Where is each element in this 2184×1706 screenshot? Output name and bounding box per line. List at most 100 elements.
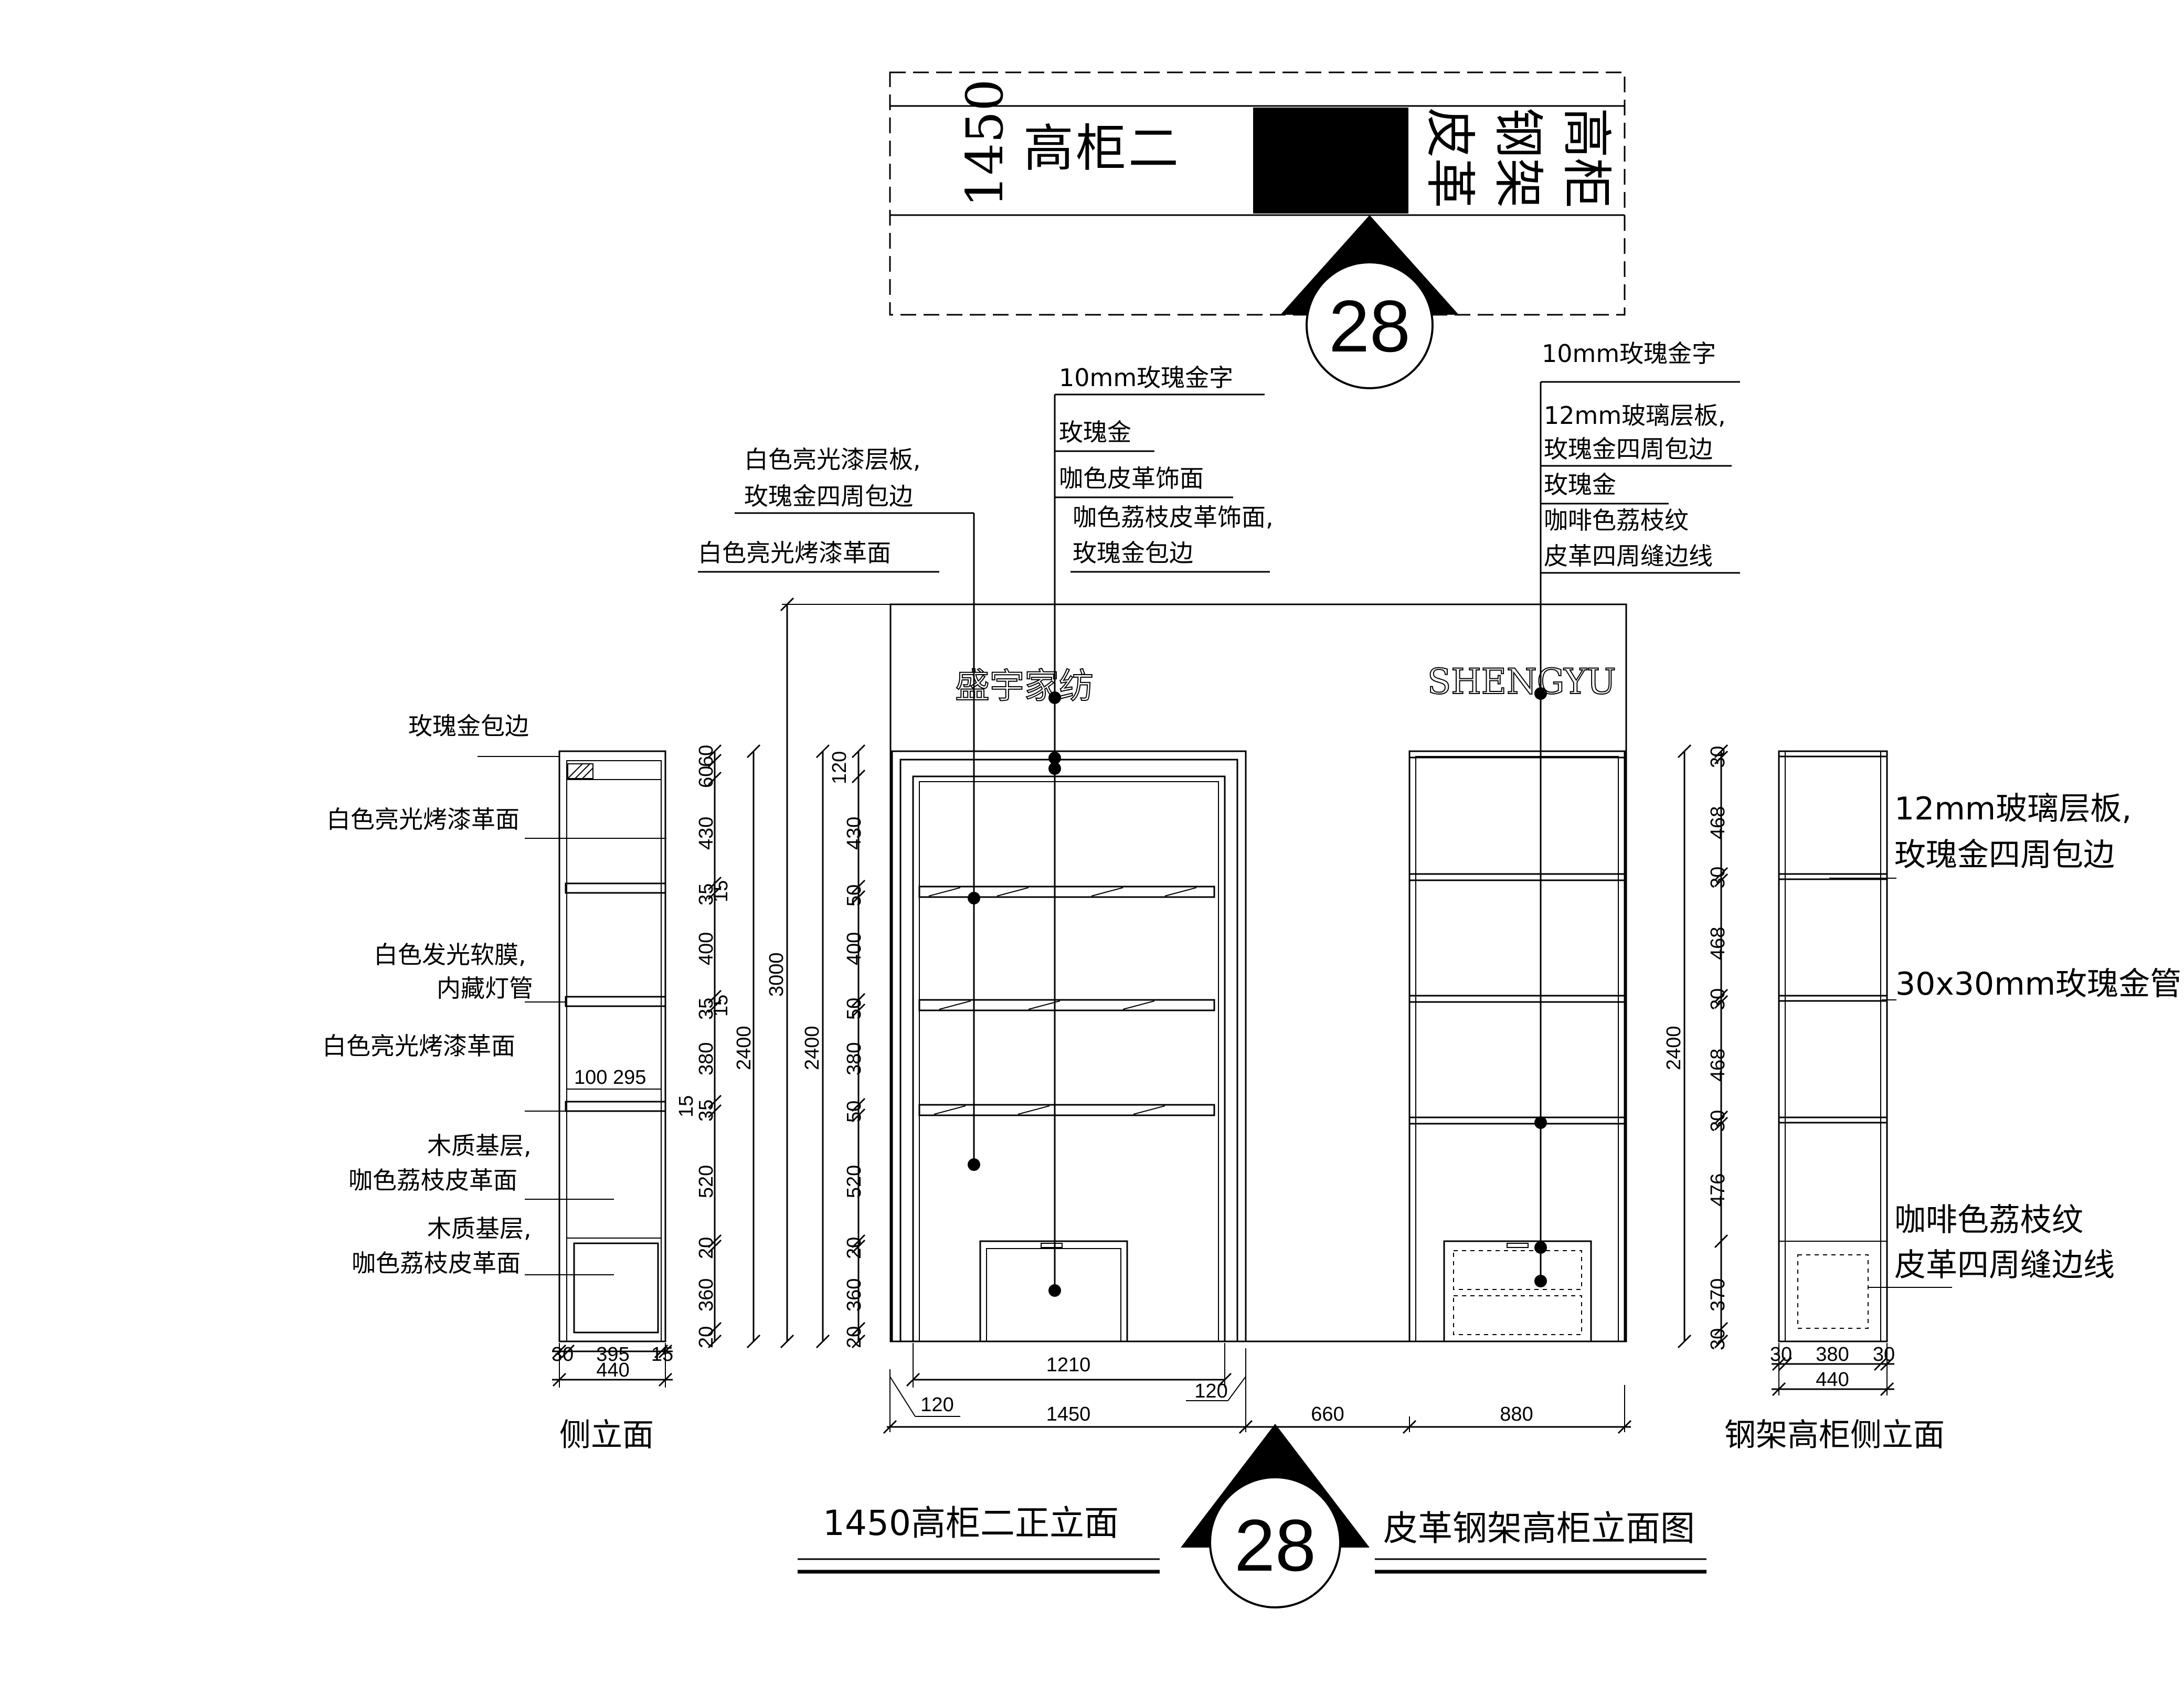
callout-10mm-letters-right: 10mm玫瑰金字 xyxy=(1542,339,1716,368)
side-elevation: 100 295 玫瑰金包边 白色亮光烤漆革面 白色发光软膜, 内藏灯管 白色亮光… xyxy=(322,712,761,1454)
callout-10mm-letters: 10mm玫瑰金字 xyxy=(1059,364,1233,392)
dim-r-468b: 468 xyxy=(1707,927,1729,960)
steel-side-elevation-title: 钢架高柜侧立面 xyxy=(1724,1417,1945,1454)
steel-callout-rosegold-edge: 玫瑰金四周包边 xyxy=(1894,837,2115,873)
front-leaders xyxy=(698,381,1740,1297)
shelf-2 xyxy=(918,999,1215,1011)
side-dim-35b: 35 xyxy=(695,998,717,1020)
side-dims-bottom: 30 395 15 440 xyxy=(552,1343,673,1388)
dim-r-30c: 30 xyxy=(1707,988,1729,1010)
callout-coffee-lychee: 咖啡色荔枝纹 xyxy=(1544,506,1689,535)
drawer-steel xyxy=(1443,1240,1592,1342)
steel-side-stitch-panel xyxy=(1797,1254,1869,1329)
side-dim-20a: 20 xyxy=(695,1237,717,1259)
key-plan: 1450 高 柜 二 皮革 钢架 高柜 28 xyxy=(889,71,1626,389)
side-callout-inner-lamp: 内藏灯管 xyxy=(437,974,533,1003)
side-callout-white-lacquer-2: 白色亮光烤漆革面 xyxy=(322,1032,515,1060)
side-callout-lychee-2: 咖色荔枝皮革面 xyxy=(352,1249,521,1277)
title-marker-number: 28 xyxy=(1234,1504,1316,1586)
shelf-1 xyxy=(918,886,1215,898)
side-dim-100: 100 xyxy=(574,1067,607,1089)
callout-rosegold: 玫瑰金 xyxy=(1059,418,1131,446)
side-dim-395: 395 xyxy=(596,1344,629,1366)
dim-r-30a: 30 xyxy=(1707,746,1729,768)
dim-120-left: 120 xyxy=(920,1394,953,1416)
dim-400: 400 xyxy=(843,932,865,965)
side-dim-520: 520 xyxy=(695,1165,717,1198)
side-callout-wood-base-1: 木质基层, xyxy=(427,1132,532,1160)
callout-stitch: 皮革四周缝边线 xyxy=(1544,542,1713,570)
title-1450-front: 1450高柜二正立面 xyxy=(823,1503,1119,1543)
steel-callout-coffee-lychee: 咖啡色荔枝纹 xyxy=(1894,1202,2083,1239)
side-dim-15b: 15 xyxy=(710,995,732,1017)
key-plan-marker: 28 xyxy=(1280,215,1459,389)
side-dim-15: 15 xyxy=(651,1344,673,1366)
dim-380: 380 xyxy=(843,1042,865,1075)
title-steel-elevation: 皮革钢架高柜立面图 xyxy=(1383,1508,1695,1549)
key-plan-right-vertical-text: 皮革 钢架 高柜 xyxy=(1420,108,1616,208)
key-plan-gangjia: 钢架 xyxy=(1489,108,1547,208)
dim-r-468a: 468 xyxy=(1707,806,1729,839)
side-callout-white-film: 白色发光软膜, xyxy=(374,941,526,969)
dim-660: 660 xyxy=(1311,1403,1344,1425)
dim-520: 520 xyxy=(843,1165,865,1198)
callout-white-shelf: 白色亮光漆层板, xyxy=(744,445,921,474)
steel-callout-12mm-glass: 12mm玻璃层板, xyxy=(1894,791,2132,827)
glass-shelf-2 xyxy=(1408,995,1626,1003)
callout-rosegold-wrap: 玫瑰金包边 xyxy=(1073,539,1193,567)
side-dim-15a: 15 xyxy=(710,880,732,902)
dim-360: 360 xyxy=(843,1278,865,1312)
dim-20a: 20 xyxy=(843,1237,865,1259)
side-dim-35a: 35 xyxy=(695,883,717,905)
back-panel xyxy=(889,603,1627,1342)
dim-880: 880 xyxy=(1500,1403,1533,1425)
key-plan-black-block xyxy=(1253,108,1408,214)
key-plan-gao: 高 xyxy=(1023,119,1074,178)
dims-front-right-vertical: 30 468 30 468 30 468 30 476 370 30 2400 xyxy=(1663,744,1729,1350)
key-plan-left-vertical-text: 1450 高 柜 二 xyxy=(956,79,1179,207)
side-dim-60a: 60 xyxy=(695,745,717,767)
key-plan-gaogui: 高柜 xyxy=(1557,108,1616,208)
dim-r-2400: 2400 xyxy=(1663,1026,1685,1070)
side-dim-440: 440 xyxy=(596,1359,629,1381)
callout-rosegold-edge-right: 玫瑰金四周包边 xyxy=(1544,435,1713,463)
key-plan-pige: 皮革 xyxy=(1420,108,1479,208)
steel-dim-380: 380 xyxy=(1816,1344,1849,1366)
key-plan-marker-number: 28 xyxy=(1329,285,1411,367)
callout-12mm-glass: 12mm玻璃层板, xyxy=(1544,401,1726,430)
side-dim-295: 295 xyxy=(613,1067,646,1089)
dim-r-30b: 30 xyxy=(1707,867,1729,889)
callout-white-lacquer: 白色亮光烤漆革面 xyxy=(698,539,891,567)
side-dims-vertical: 60 60 430 35 15 400 35 15 380 15 35 520 … xyxy=(675,744,761,1349)
dim-r-30e: 30 xyxy=(1707,1328,1729,1350)
steel-dim-30b: 30 xyxy=(1873,1344,1895,1366)
callout-brown-leather: 咖色皮革饰面 xyxy=(1059,464,1204,493)
dim-50b: 50 xyxy=(843,998,865,1020)
dim-50a: 50 xyxy=(843,884,865,907)
dim-2400-front: 2400 xyxy=(801,1026,823,1070)
glass-shelf-3 xyxy=(1408,1116,1626,1125)
side-dim-30: 30 xyxy=(552,1344,574,1366)
steel-leaders xyxy=(1829,878,1952,1288)
key-plan-er: 二 xyxy=(1128,119,1179,178)
dim-r-468c: 468 xyxy=(1707,1049,1729,1082)
dim-430: 430 xyxy=(843,817,865,850)
side-dim-380: 380 xyxy=(695,1042,717,1075)
steel-callout-rosegold-pipe: 30x30mm玫瑰金管 xyxy=(1895,966,2181,1003)
dim-1450: 1450 xyxy=(1046,1403,1091,1425)
callout-lychee-leather: 咖色荔枝皮革饰面, xyxy=(1073,503,1274,531)
bottom-titles: 1450高柜二正立面 皮革钢架高柜立面图 28 xyxy=(798,1424,1706,1608)
dims-overall-heights: 3000 2400 xyxy=(766,597,924,1349)
side-dim-400: 400 xyxy=(695,932,717,965)
side-callout-lychee-1: 咖色荔枝皮革面 xyxy=(348,1166,517,1195)
callout-rosegold-edge: 玫瑰金四周包边 xyxy=(744,482,913,510)
shelf-3 xyxy=(918,1104,1215,1116)
side-dim-2400: 2400 xyxy=(733,1026,755,1070)
steel-side-elevation: 12mm玻璃层板, 玫瑰金四周包边 30x30mm玫瑰金管 咖啡色荔枝纹 皮革四… xyxy=(1724,750,2181,1454)
logo-chinese: 盛宇家纺 xyxy=(955,666,1094,706)
side-dim-35c: 35 xyxy=(695,1100,717,1122)
dim-r-30d: 30 xyxy=(1707,1110,1729,1132)
steel-dims-bottom: 30 380 30 440 xyxy=(1770,1343,1895,1396)
key-plan-1450: 1450 xyxy=(956,79,1014,207)
